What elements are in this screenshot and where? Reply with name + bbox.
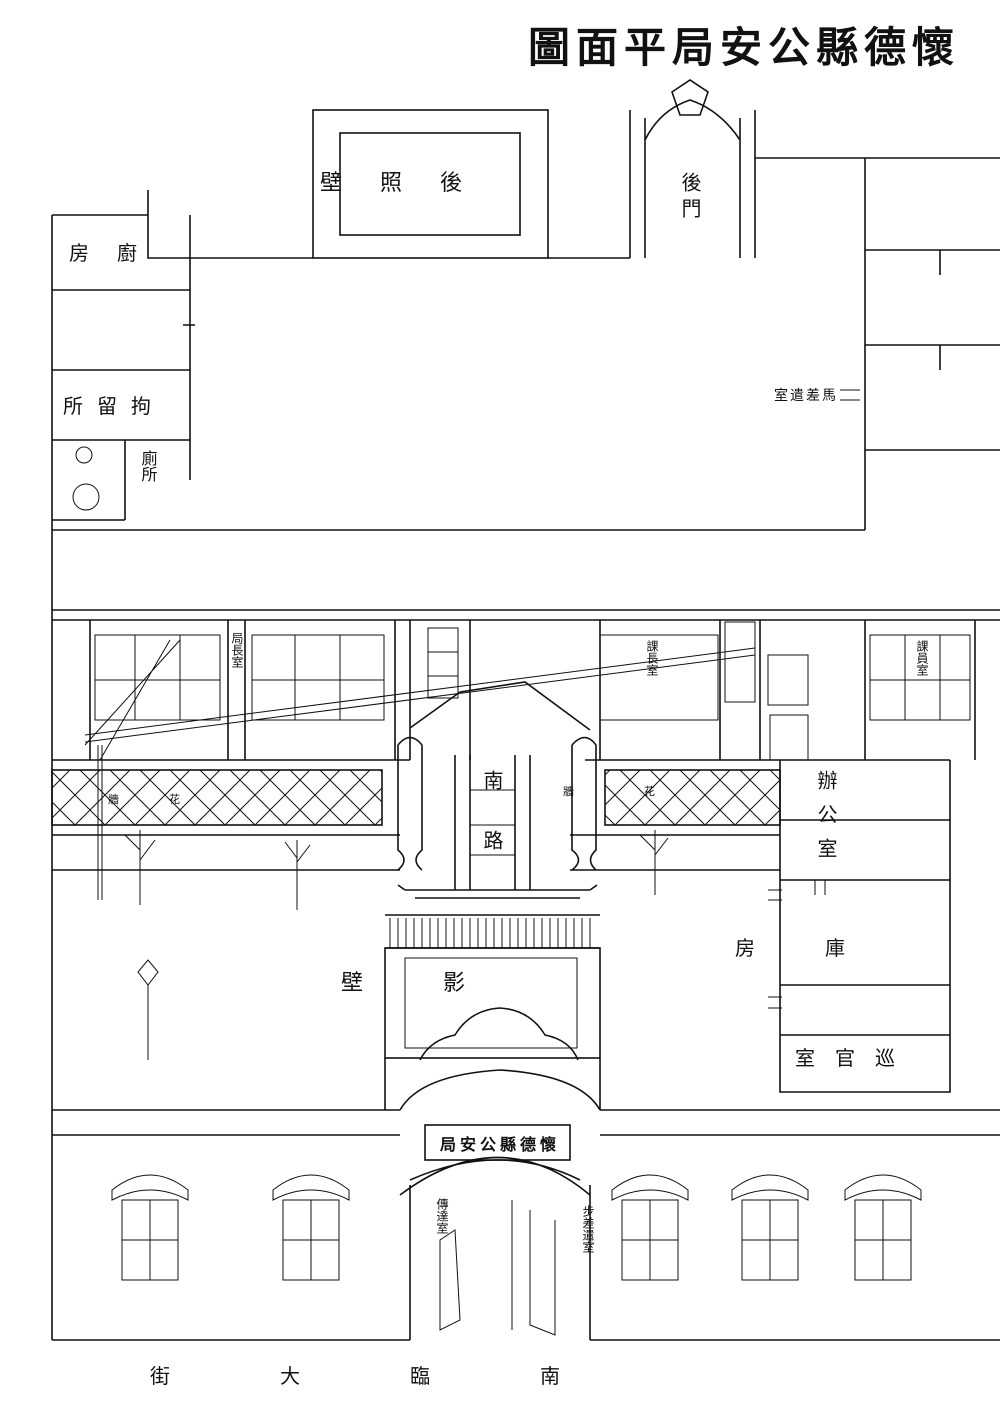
screen-wall	[384, 947, 601, 1059]
lantern-icon	[671, 79, 709, 116]
window	[272, 1174, 350, 1281]
gate-sign	[424, 1124, 571, 1161]
label-street: 南臨大街	[150, 1364, 670, 1388]
label-flower-wall-right: 花牆	[563, 784, 725, 798]
window	[844, 1174, 922, 1281]
tree-icon	[124, 830, 156, 905]
middle-buildings	[52, 620, 976, 900]
label-office: 辦公室	[814, 770, 838, 872]
back-screen-wall-outer	[312, 109, 549, 259]
toilet-icon	[75, 446, 93, 464]
street-lamp-icon	[137, 959, 159, 1060]
front-building	[52, 1109, 1000, 1341]
window	[111, 1174, 189, 1281]
label-flower-wall-left: 花牆	[108, 792, 230, 806]
label-back-screen-wall: 後照壁	[320, 171, 500, 196]
label-toilet: 廁所	[139, 449, 158, 482]
central-path	[384, 736, 601, 1111]
office-block	[768, 760, 951, 1093]
label-storeroom: 庫房	[735, 936, 915, 960]
window	[731, 1174, 809, 1281]
label-reception-room: 傳達室	[435, 1198, 449, 1234]
label-south-road: 南路	[480, 770, 504, 890]
label-screen-wall: 影壁	[341, 971, 545, 996]
label-kitchen: 廚房	[69, 241, 165, 265]
arched-windows	[111, 1174, 922, 1281]
back-screen-wall	[339, 132, 521, 236]
plan-title: 懷德縣公安局平面圖	[528, 23, 960, 72]
label-inspector-room: 巡官室	[795, 1046, 915, 1070]
toilet-icon	[72, 483, 100, 511]
label-foot-messenger-room: 步差遣室	[581, 1205, 595, 1253]
label-clerk-room: 課員室	[915, 639, 929, 676]
label-chief-room: 局長室	[230, 632, 244, 668]
tree-icon	[284, 840, 311, 910]
tree-icon	[639, 830, 669, 895]
window	[611, 1174, 689, 1281]
flower-wall-left	[51, 769, 383, 826]
label-section-chief-room: 課長室	[645, 639, 659, 676]
label-detention: 拘留所	[63, 394, 165, 418]
label-horse-messenger-room: 馬差遣室	[774, 387, 838, 404]
gate-sign-text: 懷德縣公安局	[440, 1135, 560, 1154]
label-back-gate: 後門	[678, 172, 702, 224]
upper-compound	[51, 79, 1000, 1340]
